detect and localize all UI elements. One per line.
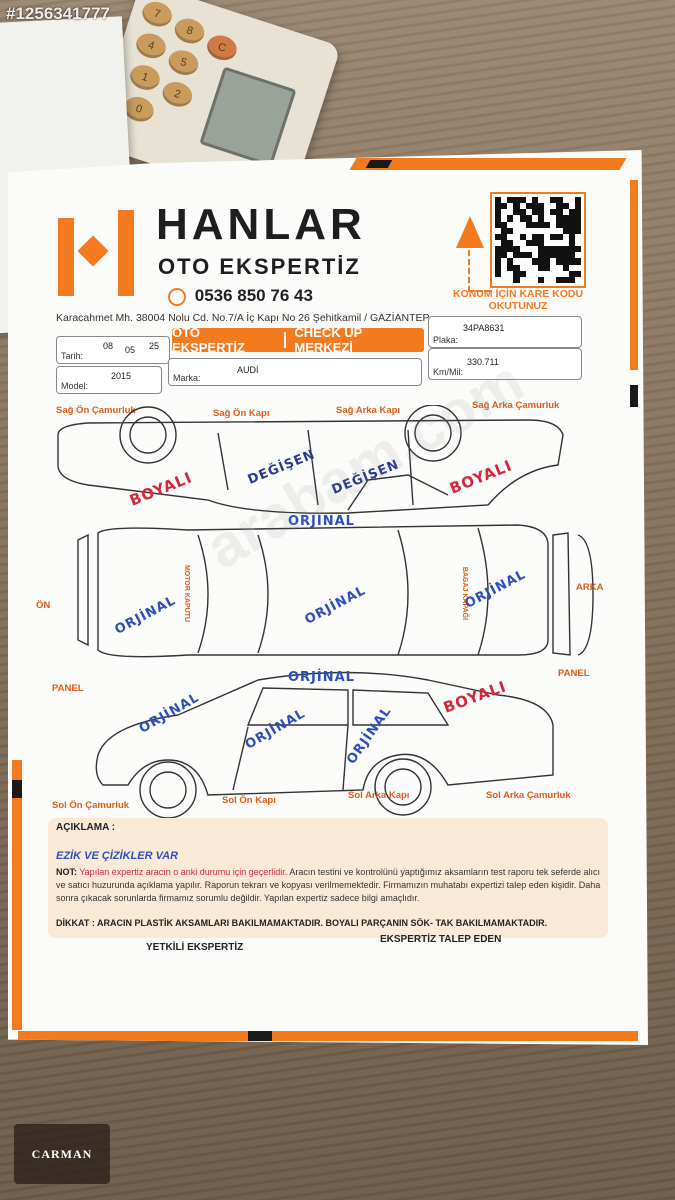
description-note: EZİK VE ÇİZİKLER VAR: [56, 850, 179, 862]
black-stripe: [12, 780, 22, 798]
phone-text: 0536 850 76 43: [194, 286, 313, 305]
plate-label: Plaka:: [433, 335, 459, 345]
banner-left: OTO EKSPERTİZ: [172, 325, 245, 355]
qr-label: KONUM İÇİN KARE KODU OKUTUNUZ: [452, 288, 584, 312]
plate-field: 34PA8631 Plaka:: [428, 316, 582, 348]
calculator-key: 4: [133, 29, 170, 62]
phone-icon: [168, 287, 186, 306]
label-sol-on-camurluk: Sol Ön Çamurluk: [52, 800, 130, 811]
label-sol-arka-camurluk: Sol Arka Çamurluk: [486, 790, 571, 801]
black-stripe: [248, 1031, 272, 1041]
mileage-value: 330.711: [467, 357, 499, 367]
description-title: AÇIKLAMA :: [56, 822, 116, 833]
service-banner: OTO EKSPERTİZ CHECK UP MERKEZİ: [172, 325, 424, 355]
expertise-report-sheet: HANLAR OTO EKSPERTİZ 0536 850 76 43 Kara…: [8, 150, 648, 1045]
carman-badge: CARMAN: [14, 1124, 110, 1184]
label-sag-on-kapi: Sağ Ön Kapı: [213, 408, 270, 419]
black-stripe: [365, 160, 393, 168]
date-month: 05: [125, 345, 136, 355]
brand-value: AUDİ: [237, 365, 259, 375]
arrow-up-icon: [456, 216, 484, 248]
model-label: Model:: [61, 381, 89, 391]
label-sol-on-kapi: Sol Ön Kapı: [222, 795, 276, 806]
model-field: 2015 Model:: [56, 366, 162, 394]
date-label: Tarih:: [61, 351, 84, 361]
dashed-guide: [468, 250, 490, 292]
warning-text: DİKKAT : ARACIN PLASTİK AKSAMLARI BAKILM…: [56, 918, 548, 928]
label-sag-on-camurluk: Sağ Ön Çamurluk: [56, 405, 136, 416]
description-text: NOT: Yapılan expertiz aracın o anki duru…: [56, 866, 604, 905]
date-day: 08: [103, 341, 114, 351]
calculator-key: 2: [159, 78, 196, 111]
note-label: NOT:: [56, 867, 77, 877]
stamp-orjinal: ORJİNAL: [288, 514, 355, 529]
label-on: ÖN: [36, 600, 51, 611]
listing-id-watermark: #1256341777: [6, 4, 111, 23]
brand-name: HANLAR: [156, 200, 366, 249]
label-bagaj-kapagi: BAGAJ KAPAĞI: [461, 566, 469, 621]
address: Karacahmet Mh. 38004 Nolu Cd. No.7/A İç …: [56, 312, 430, 324]
phone-number: 0536 850 76 43: [168, 286, 313, 306]
orange-stripe: [12, 760, 22, 1030]
label-arka: ARKA: [576, 582, 604, 593]
label-panel-left: PANEL: [52, 683, 84, 694]
calculator-key: 7: [139, 0, 176, 31]
label-sol-arka-kapi: Sol Arka Kapı: [348, 790, 410, 801]
carman-badge-label: CARMAN: [31, 1146, 93, 1161]
brand-label: Marka:: [173, 373, 201, 383]
signature-requester: EKSPERTİZ TALEP EDEN: [380, 934, 502, 945]
calculator-key: 8: [171, 14, 208, 48]
mileage-label: Km/Mil:: [433, 367, 463, 377]
black-stripe: [630, 385, 638, 407]
brand-subtitle: OTO EKSPERTİZ: [158, 254, 361, 279]
brand-field: AUDİ Marka:: [168, 358, 422, 386]
label-panel-right: PANEL: [558, 668, 590, 679]
stamp-orjinal: ORJİNAL: [288, 670, 355, 685]
calculator-screen: [199, 66, 297, 167]
label-sag-arka-camurluk: Sağ Arka Çamurluk: [472, 400, 560, 411]
note-body: Aracın testini ve kontrolünü yaptığımız …: [56, 867, 601, 903]
note-highlight: Yapılan expertiz aracın o anki durumu iç…: [79, 867, 288, 877]
model-value: 2015: [111, 371, 132, 381]
calculator-key: 1: [127, 61, 163, 94]
calculator-key: 5: [165, 46, 202, 79]
orange-stripe: [630, 180, 638, 370]
hanlar-logo-icon: [58, 210, 153, 296]
description-box: [48, 818, 608, 938]
orange-stripe: [18, 1031, 638, 1041]
label-motor-kaputu: MOTOR KAPUTU: [183, 564, 191, 623]
signature-authorized: YETKİLİ EKSPERTİZ: [146, 942, 244, 953]
label-sag-arka-kapi: Sağ Arka Kapı: [336, 405, 401, 416]
mileage-field: 330.711 Km/Mil:: [428, 348, 582, 380]
qr-code-icon: [490, 192, 586, 288]
banner-right: CHECK UP MERKEZİ: [294, 325, 363, 355]
calculator-key: C: [203, 31, 240, 64]
date-field: Tarih: 08 05 25: [56, 336, 170, 364]
date-year: 25: [149, 341, 160, 351]
plate-value: 34PA8631: [463, 323, 505, 333]
